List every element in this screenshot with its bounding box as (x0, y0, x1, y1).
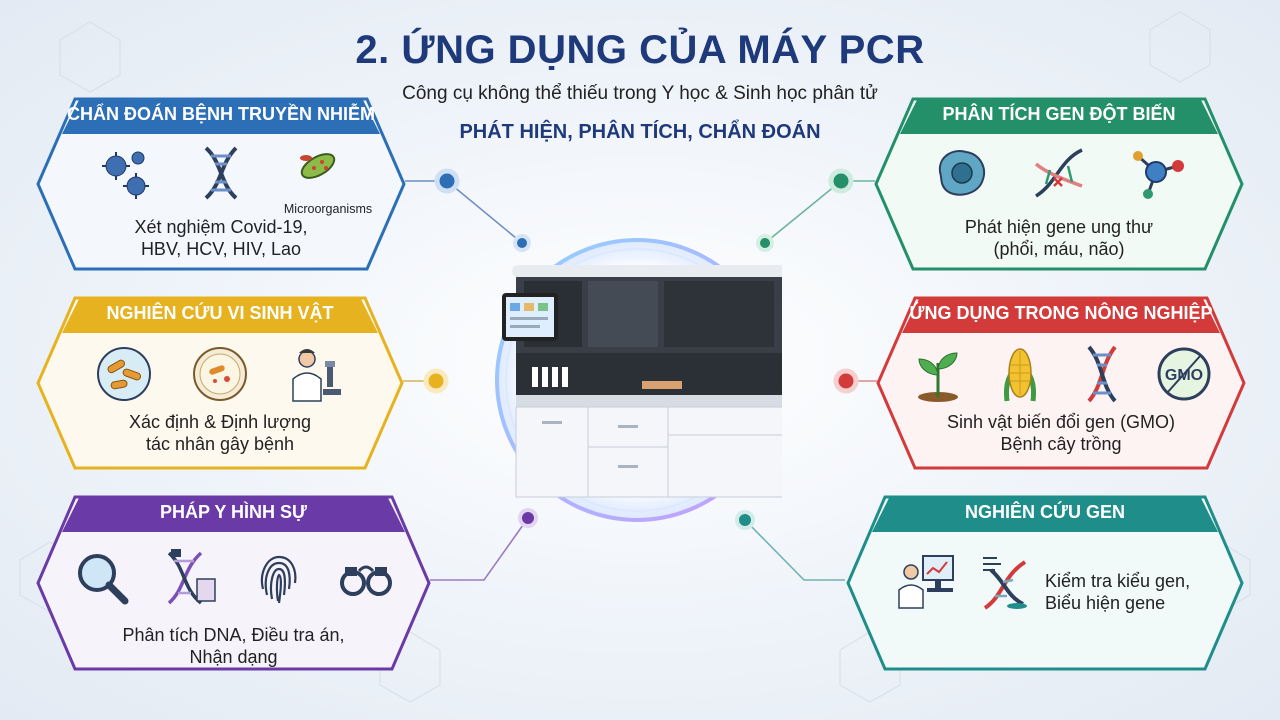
dna-icon (1073, 345, 1131, 403)
card-description: Kiểm tra kiểu gen, Biểu hiện gene (1045, 570, 1245, 614)
gmo-icon: GMO (1155, 345, 1213, 403)
card-description: Phát hiện gene ung thư (phổi, máu, não) (873, 216, 1245, 260)
card-description: Phân tích DNA, Điều tra án, Nhận dạng (35, 624, 432, 668)
cell-icon (932, 144, 990, 202)
bacteria-dish-icon (95, 345, 153, 403)
card-title: CHẨN ĐOÁN BỆNH TRUYỀN NHIỄM (66, 104, 375, 124)
description-line: tác nhân gây bệnh (145, 434, 295, 454)
card-title: NGHIÊN CỨU GEN (965, 502, 1125, 522)
card-forensic: PHÁP Y HÌNH SỰ (35, 494, 432, 672)
description-line: HBV, HCV, HIV, Lao (140, 239, 302, 259)
description-line: Biểu hiện gene (1045, 593, 1166, 613)
description-line: Phát hiện gene ung thư (964, 217, 1154, 237)
card-description: Xác định & Định lượng tác nhân gây bệnh (35, 411, 405, 455)
dna-evidence-icon (161, 549, 219, 607)
card-gene-mutation: PHÂN TÍCH GEN ĐỘT BIẾN Phát hiện g (873, 96, 1245, 272)
card-title: NGHIÊN CỨU VI SINH VẬT (106, 303, 334, 323)
card-shape (36, 495, 431, 671)
plant-icon (909, 345, 967, 403)
description-line: Kiểm tra kiểu gen, (1045, 571, 1191, 591)
card-agriculture: ỨNG DỤNG TRONG NÔNG NGHIỆP (875, 295, 1247, 471)
description-line: Phân tích DNA, Điều tra án, (122, 625, 345, 645)
card-shape (846, 495, 1244, 671)
description-line: Xét nghiệm Covid-19, (134, 217, 308, 237)
molecule-icon (1128, 144, 1186, 202)
card-shape (36, 97, 406, 271)
card-description: Xét nghiệm Covid-19, HBV, HCV, HIV, Lao (35, 216, 407, 260)
page-subtitle: Công cụ không thể thiếu trong Y học & Si… (402, 83, 878, 104)
icon-caption: Microorganisms (283, 202, 373, 216)
header: 2. ỨNG DỤNG CỦA MÁY PCR Công cụ không th… (0, 28, 1280, 144)
description-line: (phổi, máu, não) (993, 239, 1125, 259)
gmo-label: GMO (1165, 367, 1203, 384)
card-title: ỨNG DỤNG TRONG NÔNG NGHIỆP (909, 303, 1213, 323)
description-line: Sinh vật biến đổi gen (GMO) (946, 412, 1176, 432)
corn-icon (991, 345, 1049, 403)
magnifier-icon (73, 549, 131, 607)
card-genetics-research: NGHIÊN CỨU GEN Kiểm tra kiểu gen, Biểu h… (845, 494, 1245, 672)
card-shape (876, 296, 1246, 470)
dna-report-icon (977, 552, 1035, 610)
petri-dish-icon (191, 345, 249, 403)
virus-icon (96, 144, 154, 202)
page-title: 2. ỨNG DỤNG CỦA MÁY PCR (355, 28, 925, 72)
description-line: Xác định & Định lượng (129, 412, 311, 432)
mutated-dna-icon (1030, 144, 1088, 202)
card-infectious-disease: CHẨN ĐOÁN BỆNH TRUYỀN NHIỄM (35, 96, 407, 272)
card-microbiology: NGHIÊN CỨU VI SINH VẬT (35, 295, 405, 471)
fingerprint-icon (249, 549, 307, 607)
pcr-machine-illustration (492, 235, 788, 525)
page-tagline: PHÁT HIỆN, PHÂN TÍCH, CHẨN ĐOÁN (459, 121, 821, 143)
description-line: Nhận dạng (189, 647, 278, 667)
handcuffs-icon (337, 549, 395, 607)
description-line: Bệnh cây trồng (1000, 434, 1122, 454)
card-title: PHÂN TÍCH GEN ĐỘT BIẾN (942, 104, 1176, 124)
scientist-microscope-icon (287, 345, 345, 403)
card-description: Sinh vật biến đổi gen (GMO) Bệnh cây trồ… (875, 411, 1247, 455)
dna-icon (192, 144, 250, 202)
bacteria-icon: Microorganisms (284, 144, 372, 216)
researcher-computer-icon (897, 552, 955, 610)
card-title: PHÁP Y HÌNH SỰ (160, 502, 307, 522)
